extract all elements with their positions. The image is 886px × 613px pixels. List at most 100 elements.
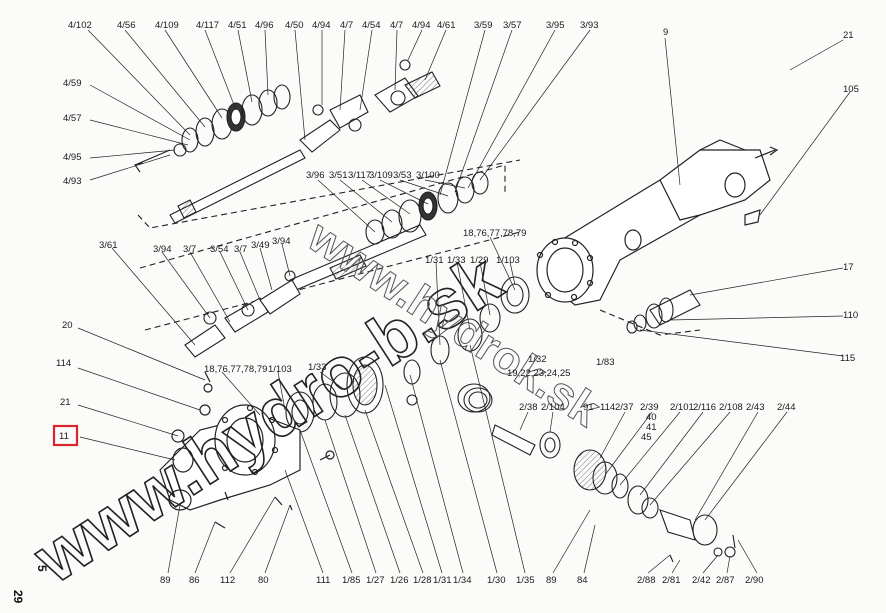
callout-label: 2/104 (541, 402, 565, 413)
callout-label: 40 (646, 412, 657, 423)
callout-label: 21 (60, 397, 71, 408)
pinion-group (457, 383, 736, 563)
callout-label: 110 (843, 310, 858, 321)
callout-label: 1/103 (268, 364, 292, 375)
callout-label: 1/28 (413, 575, 432, 586)
callout-label: 2/43 (746, 402, 765, 413)
callout-label: 4/117 (196, 20, 219, 31)
callout-label: 1/30 (487, 575, 506, 586)
callout-label: 2/87 (716, 575, 735, 586)
callout-label: 2/81 (662, 575, 681, 586)
section-number: 5 (35, 565, 49, 572)
callout-label: 3/7 (234, 244, 247, 255)
callout-label: 1/29 (470, 255, 489, 266)
callout-label: 91 (583, 402, 594, 413)
callout-label: 19,22,23,24,25 (507, 368, 570, 379)
callout-label: 1/103 (496, 255, 520, 266)
callout-label: 2/116 (693, 402, 716, 413)
callout-label: 4/57 (63, 113, 82, 124)
callout-label: 18,76,77,78,79 (463, 228, 526, 239)
callout-label: 3/54 (210, 244, 229, 255)
callout-label: 89 (160, 575, 171, 586)
callout-label: 80 (258, 575, 269, 586)
callout-label: 2/88 (637, 575, 656, 586)
callout-label: 4/94 (412, 20, 431, 31)
callout-label: 86 (189, 575, 200, 586)
middle-shaft-group (139, 164, 521, 358)
callout-label: 1/34 (453, 575, 472, 586)
callout-label: 2/38 (519, 402, 538, 413)
highlight-box (52, 424, 79, 447)
callout-label: 1/26 (390, 575, 409, 586)
axle-housing-group (536, 139, 779, 306)
callout-label: 4/93 (63, 176, 82, 187)
callout-label: 3/117 (348, 170, 371, 181)
callout-label: 18,76,77,78,79 (204, 364, 267, 375)
callout-label: 4/94 (312, 20, 331, 31)
callout-label: 3/51 (329, 170, 348, 181)
callout-label: 112 (220, 575, 235, 586)
callout-label: 4/56 (117, 20, 136, 31)
callout-label: 1/31 (433, 575, 452, 586)
callout-label: 4/7 (390, 20, 403, 31)
callout-label: 2/90 (745, 575, 764, 586)
right-output-shaft-group (599, 289, 701, 336)
callout-label: 3/96 (306, 170, 325, 181)
callout-label: 3/109 (369, 170, 393, 181)
callout-label: 1/33 (447, 255, 466, 266)
callout-label: 3/59 (474, 20, 493, 31)
callout-label: 4/95 (63, 152, 82, 163)
callout-label: 4/102 (68, 20, 92, 31)
callout-label: 4/61 (437, 20, 456, 31)
callout-label: 1/32 (528, 354, 547, 365)
callout-label: 1/33 (308, 362, 327, 373)
callout-label: 4/109 (155, 20, 179, 31)
callout-label: 4/59 (63, 78, 82, 89)
callout-label: 4/51 (228, 20, 247, 31)
callout-label: 2/37 (615, 402, 634, 413)
callout-label: 3/49 (251, 240, 270, 251)
callout-label-highlighted: 11 (59, 431, 69, 442)
page-number: 29 (11, 590, 25, 604)
callout-label: 111 (316, 575, 330, 586)
callout-label: 3/93 (580, 20, 599, 31)
callout-label: 1/35 (516, 575, 535, 586)
callout-label: 2/108 (719, 402, 743, 413)
callout-label: 41 (646, 422, 657, 433)
callout-label: 9 (663, 27, 668, 38)
callout-labels: 4/102 4/56 4/109 4/117 4/51 4/96 4/50 4/… (52, 20, 859, 586)
callout-label: 3/7 (183, 244, 196, 255)
callout-label: 4/50 (285, 20, 304, 31)
callout-label: 21 (843, 30, 854, 41)
upper-drive-shaft-group (134, 59, 521, 229)
callout-label: 3/100 (416, 170, 440, 181)
callout-label: 115 (840, 353, 855, 364)
callout-label: 17 (843, 262, 854, 273)
callout-label: 4/54 (362, 20, 381, 31)
leader-lines (77, 29, 851, 574)
callout-label: 2/39 (640, 402, 659, 413)
callout-label: 2/42 (692, 575, 711, 586)
callout-label: 84 (577, 575, 588, 586)
callout-label: 3/61 (99, 240, 118, 251)
callout-label: 4/7 (340, 20, 353, 31)
callout-label: 3/57 (503, 20, 522, 31)
left-housing-group (159, 371, 335, 529)
callout-label: 3/95 (546, 20, 565, 31)
callout-label: 20 (62, 320, 73, 331)
callout-label: 1/31 (425, 255, 444, 266)
callout-label: 1/85 (342, 575, 361, 586)
callout-label: 3/94 (153, 244, 172, 255)
callout-label: 2/44 (777, 402, 796, 413)
callout-label: 114 (600, 402, 615, 413)
callout-label: 4/96 (255, 20, 274, 31)
callout-label: 2/101 (670, 402, 694, 413)
callout-label: 114 (56, 358, 71, 369)
callout-label: 1/27 (366, 575, 385, 586)
callout-label: 3/94 (272, 236, 291, 247)
callout-label: 3/53 (393, 170, 412, 181)
callout-label: 45 (641, 432, 652, 443)
callout-label: 105 (843, 84, 859, 95)
